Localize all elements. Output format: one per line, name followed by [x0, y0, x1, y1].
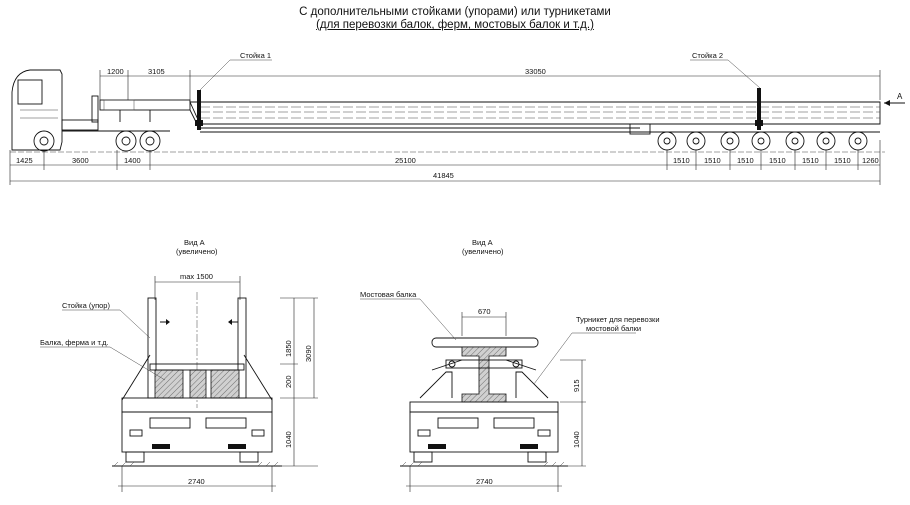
label-turnstile-1: Турникет для перевозки: [576, 315, 660, 324]
label-beam-truss: Балка, ферма и т.д.: [40, 338, 109, 347]
post-1: [195, 90, 203, 130]
dim-1510-a: 1510: [673, 156, 690, 165]
view-a-marker: А: [897, 92, 903, 101]
dim-1040-left: 1040: [284, 431, 293, 448]
post-2: [755, 88, 763, 130]
dim-41845: 41845: [433, 171, 454, 180]
dim-1510-b: 1510: [704, 156, 721, 165]
dim-1510-d: 1510: [769, 156, 786, 165]
label-post-upor: Стойка (упор): [62, 301, 110, 310]
dim-max-1500: max 1500: [180, 272, 213, 281]
dim-1510-c: 1510: [737, 156, 754, 165]
dim-3090: 3090: [304, 345, 313, 362]
dim-915: 915: [572, 379, 581, 392]
view-a-left: Вид А (увеличено) max 1500: [40, 238, 318, 492]
dim-2740-left: 2740: [188, 477, 205, 486]
dim-1260: 1260: [862, 156, 879, 165]
bottom-dimensions: 1425 3600 1400 25100 1510 1510 1510 1510…: [9, 140, 881, 185]
label-post-2: Стойка 2: [692, 51, 723, 60]
dim-1040-right: 1040: [572, 431, 581, 448]
dim-200: 200: [284, 375, 293, 388]
view-right-heading: Вид А: [472, 238, 493, 247]
dim-3600: 3600: [72, 156, 89, 165]
drawing-title: С дополнительными стойками (упорами) или…: [299, 6, 611, 18]
trailer-gooseneck: [99, 99, 200, 123]
side-view: Стойка 1 Стойка 2 А 1200 3105 33050: [9, 51, 905, 185]
view-left-heading: Вид А: [184, 238, 205, 247]
label-post-1: Стойка 1: [240, 51, 271, 60]
trailer-wheels: [629, 123, 868, 151]
view-a-right: Вид А (увеличено) 670 Мостовая балка: [360, 238, 660, 492]
dim-33050: 33050: [525, 67, 546, 76]
drawing-subtitle: (для перевозки балок, ферм, мостовых бал…: [316, 19, 594, 31]
label-turnstile-2: мостовой балки: [586, 324, 641, 333]
dim-1510-e: 1510: [802, 156, 819, 165]
view-left-subheading: (увеличено): [176, 247, 218, 256]
view-right-subheading: (увеличено): [462, 247, 504, 256]
dim-1425: 1425: [16, 156, 33, 165]
dim-1400: 1400: [124, 156, 141, 165]
dim-2740-right: 2740: [476, 477, 493, 486]
top-dimensions: 1200 3105 33050: [99, 67, 881, 100]
cargo-beam: [189, 101, 881, 125]
dim-1200: 1200: [107, 67, 124, 76]
dim-1510-f: 1510: [834, 156, 851, 165]
truck-cab: [11, 69, 170, 152]
dim-1850: 1850: [284, 340, 293, 357]
dim-3105: 3105: [148, 67, 165, 76]
label-bridge-beam: Мостовая балка: [360, 290, 417, 299]
dim-670: 670: [478, 307, 491, 316]
dim-25100: 25100: [395, 156, 416, 165]
